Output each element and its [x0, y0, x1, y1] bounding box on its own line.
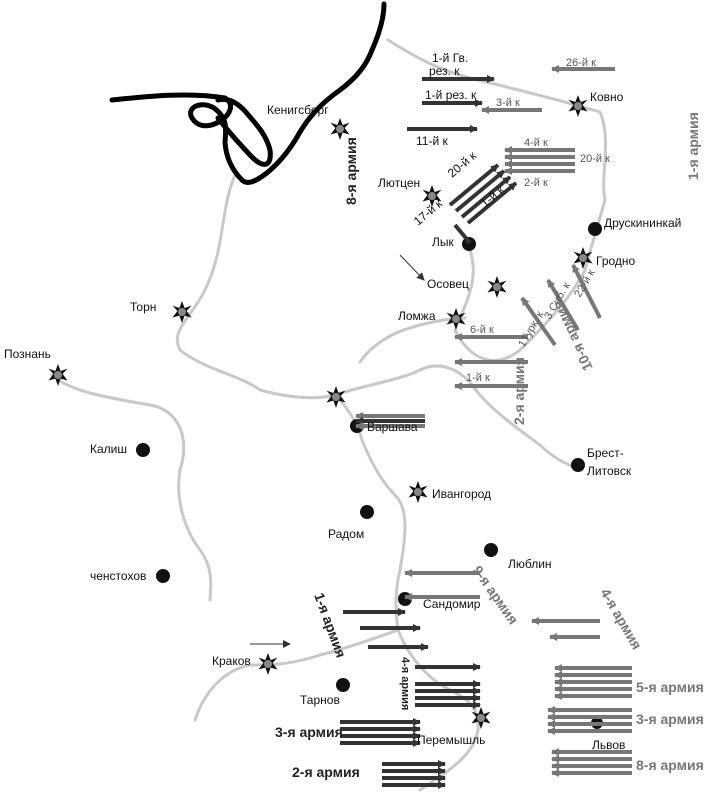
label-sandomir: Сандомир: [423, 597, 481, 611]
label-kovno: Ковно: [590, 90, 624, 104]
label-k20e: 20-й к: [580, 153, 610, 165]
label-lvov: Львов: [592, 738, 625, 752]
label-osovets: Осовец: [427, 277, 469, 291]
label-k26: 26-й к: [566, 57, 596, 69]
label-lyk: Лык: [432, 235, 455, 249]
label-gv1b: рез. к: [429, 64, 460, 78]
label-army-4-rus: 4-я армия: [597, 586, 645, 653]
label-brest-2: Литовск: [587, 464, 632, 478]
label-k2: 2-й к: [524, 177, 548, 189]
label-peremyshl: Перемышль: [417, 733, 485, 747]
label-k11: 11-й к: [416, 134, 448, 148]
label-army-9: 9-я армия: [470, 563, 522, 628]
fortress-osovets-icon: [487, 276, 507, 298]
label-rez1: 1-й рез. к: [425, 88, 477, 102]
label-ivangorod: Ивангород: [432, 487, 491, 501]
label-konigsberg: Кенигсберг: [267, 103, 329, 117]
fortress-torn-icon: [172, 301, 192, 323]
label-k20g: 20-й к: [445, 148, 480, 180]
label-druskininkai: Друскининкай: [604, 216, 681, 230]
coastline: [109, 1, 387, 185]
label-army-3-aus: 3-я армия: [275, 724, 343, 740]
label-lyutsen: Лютцен: [378, 176, 420, 190]
fortress-ivangorod-icon: [408, 481, 428, 503]
label-kalish: Калиш: [90, 442, 127, 456]
label-k3: 3-й к: [496, 97, 520, 109]
label-army-1-north: 1-я армия: [685, 112, 701, 180]
city-chenstokhov-dot: [156, 569, 170, 583]
city-labels: Кенигсберг Ковно Лютцен Лык Друскининкай…: [4, 90, 681, 752]
label-army-8: 8-я армия: [343, 137, 359, 205]
label-army-10: 10-я армия: [549, 298, 595, 373]
label-lomzha: Ломжа: [398, 309, 436, 323]
label-k6: 6-й к: [470, 324, 494, 336]
label-army-5: 5-я армия: [636, 679, 704, 695]
label-army-2-aus: 2-я армия: [292, 764, 360, 780]
city-brest-dot: [571, 458, 585, 472]
cities-dots: [136, 222, 603, 729]
label-tarnov: Тарнов: [300, 693, 340, 707]
label-gv1: 1-й Гв.: [432, 51, 468, 65]
label-k4: 4-й к: [524, 137, 548, 149]
city-tarnov-dot: [336, 678, 350, 692]
label-army-3-rus: 3-я армия: [636, 711, 704, 727]
label-torn: Торн: [130, 300, 156, 314]
thin-arrow-osovets: [399, 254, 425, 281]
label-army-8-south: 8-я армия: [636, 757, 704, 773]
label-brest: Брест-: [587, 446, 624, 460]
city-radom-dot: [360, 505, 374, 519]
label-poznan: Познань: [4, 347, 51, 361]
label-grodno: Гродно: [596, 254, 636, 268]
label-army-1-south: 1-я армия: [311, 591, 349, 660]
movement-arrows: [340, 65, 632, 789]
city-kalish-dot: [136, 443, 150, 457]
label-radom: Радом: [328, 527, 364, 541]
label-krakov: Краков: [212, 654, 251, 668]
label-k1r: 1-й к: [466, 372, 490, 384]
label-varshava: Варшава: [367, 420, 418, 434]
city-druskininkai-dot: [588, 222, 602, 236]
city-lyublin-dot: [484, 543, 498, 557]
label-lyublin: Люблин: [508, 557, 552, 571]
label-chenstokhov: ченстохов: [90, 569, 146, 583]
label-army-2-north: 2-я армия: [511, 357, 527, 425]
label-army-4-aus: 4-я армия: [399, 657, 411, 710]
fortress-konigsberg-icon: [330, 118, 350, 140]
